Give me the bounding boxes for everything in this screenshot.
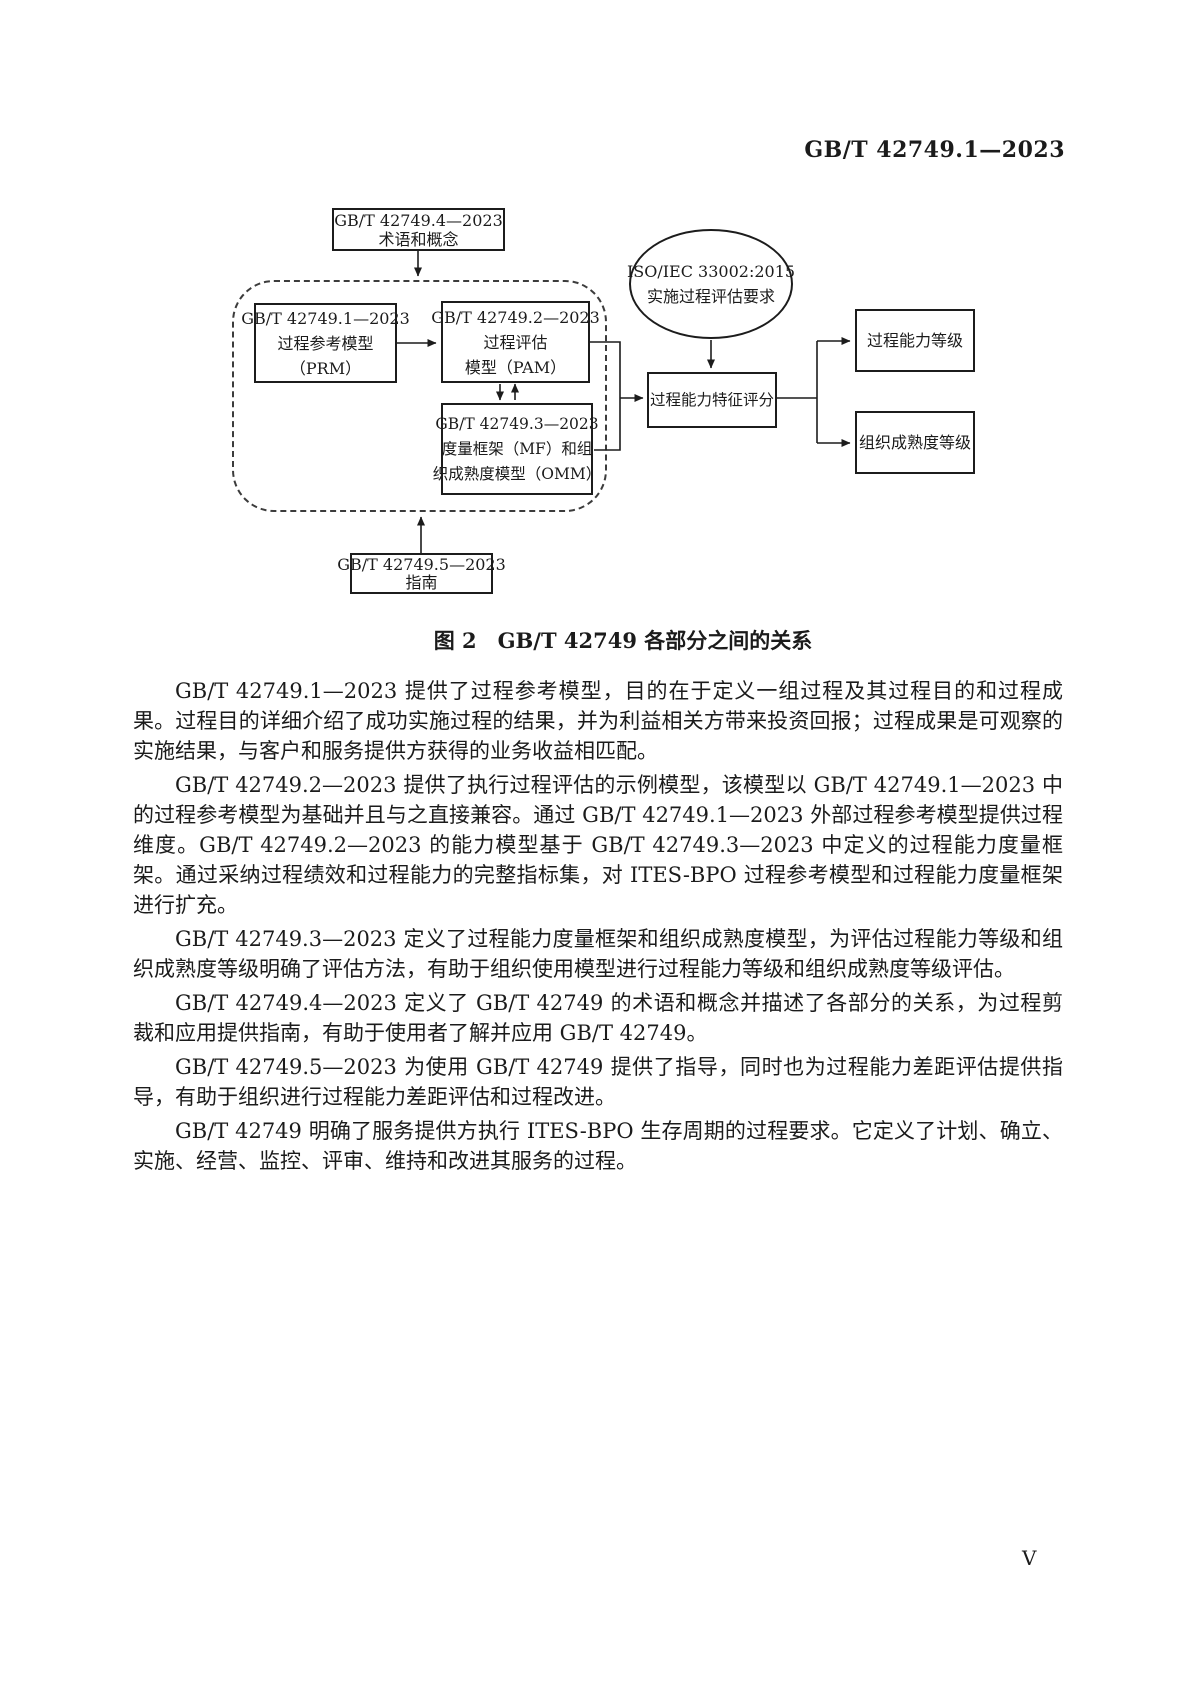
node-gbt-42749-2-pam: GB/T 42749.2—2023 过程评估 模型（PAM） [431,301,600,383]
node-line: 过程能力特征评分 [649,390,774,409]
node-line: GB/T 42749.5—2023 [337,554,506,574]
body-paragraph: GB/T 42749.1—2023 提供了过程参考模型，目的在于定义一组过程及其… [133,679,1063,763]
dashed-boundary [232,280,607,512]
standard-number-header: GB/T 42749.1—2023 [804,137,1065,163]
body-text: GB/T 42749.1—2023 提供了过程参考模型，目的在于定义一组过程及其… [133,676,1063,1180]
body-paragraph: GB/T 42749.3—2023 定义了过程能力度量框架和组织成熟度模型，为评… [133,927,1063,981]
node-line: 度量框架（MF）和组 [441,439,593,458]
body-paragraph: GB/T 42749.2—2023 提供了执行过程评估的示例模型，该模型以 GB… [133,773,1063,917]
page-number: V [1022,1546,1037,1570]
node-line: GB/T 42749.3—2023 [435,414,599,433]
node-organization-maturity-level: 组织成熟度等级 [855,411,975,474]
node-line: 指南 [405,572,438,592]
node-line: 模型（PAM） [464,357,567,377]
diagram-connectors [397,251,851,553]
figure-2-diagram: GB/T 42749.4—2023 术语和概念 GB/T 42749.1—202… [0,0,1191,660]
node-line: GB/T 42749.4—2023 [334,210,503,230]
node-gbt-42749-3-mf-omm: GB/T 42749.3—2023 度量框架（MF）和组 织成熟度模型（OMM） [433,403,601,495]
node-gbt-42749-5: GB/T 42749.5—2023 指南 [337,553,506,594]
node-line: 术语和概念 [378,229,459,249]
node-line: 实施过程评估要求 [646,287,775,306]
node-iso-iec-33002: ISO/IEC 33002:2015 实施过程评估要求 [626,229,796,339]
node-line: 过程能力等级 [866,331,963,350]
body-paragraph: GB/T 42749.5—2023 为使用 GB/T 42749 提供了指导，同… [133,1055,1063,1109]
node-process-capability-score: 过程能力特征评分 [647,372,777,428]
node-line: 织成熟度模型（OMM） [432,464,602,483]
node-line: GB/T 42749.1—2023 [241,308,410,328]
node-line: 过程参考模型 [277,333,374,353]
node-gbt-42749-1-prm: GB/T 42749.1—2023 过程参考模型 （PRM） [241,303,410,383]
node-line: GB/T 42749.2—2023 [431,307,600,327]
body-paragraph: GB/T 42749.4—2023 定义了 GB/T 42749 的术语和概念并… [133,991,1063,1045]
collector-bracket [590,341,621,451]
node-process-capability-level: 过程能力等级 [855,309,975,372]
body-paragraph: GB/T 42749 明确了服务提供方执行 ITES-BPO 生存周期的过程要求… [133,1119,1063,1173]
node-line: （PRM） [289,358,362,378]
node-line: ISO/IEC 33002:2015 [626,262,796,281]
node-line: 过程评估 [483,332,548,352]
figure-caption: 图 2 GB/T 42749 各部分之间的关系 [433,628,813,653]
node-gbt-42749-4: GB/T 42749.4—2023 术语和概念 [332,208,505,251]
node-line: 组织成熟度等级 [858,433,971,452]
